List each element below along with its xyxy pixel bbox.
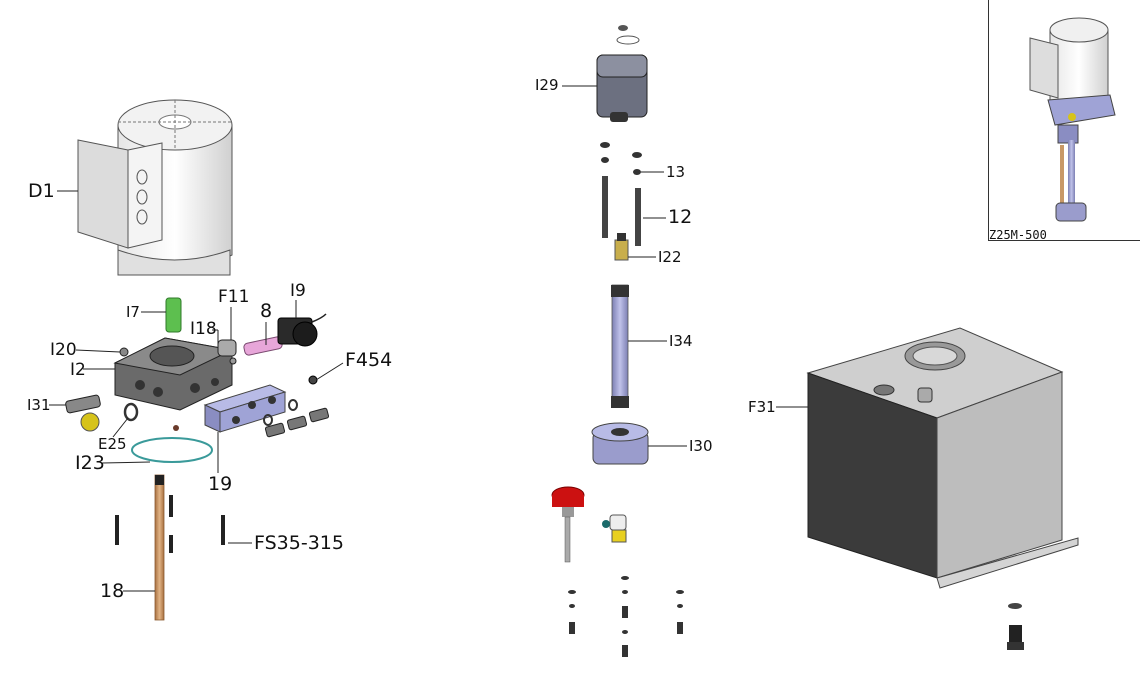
distributor-block-part (203, 384, 287, 433)
gear-pump-part (596, 25, 648, 122)
assembly-inset-frame (988, 0, 1140, 241)
part-label-D1: D1 (28, 180, 55, 202)
part-label-12: 12 (668, 206, 693, 228)
part-label-FS35-315: FS35-315 (254, 532, 344, 554)
suction-pipe-part (611, 284, 629, 408)
part-label-E25: E25 (98, 435, 127, 453)
relief-fitting-part (217, 339, 237, 357)
small-fasteners (568, 576, 684, 657)
o-ring-part (131, 437, 213, 463)
part-label-I30: I30 (689, 437, 713, 455)
part-label-F31: F31 (748, 398, 776, 416)
valve-stem-part (243, 336, 283, 356)
part-label-19: 19 (208, 473, 233, 495)
part-label-F454: F454 (345, 349, 393, 371)
part-label-I29: I29 (535, 76, 559, 94)
screws-left (115, 495, 225, 553)
tank-bolt (1007, 603, 1024, 650)
green-filter-part (165, 297, 182, 333)
assembly-inset-image (1029, 17, 1116, 222)
dipstick-part (551, 486, 585, 563)
part-label-8: 8 (260, 300, 273, 322)
part-label-I31: I31 (27, 396, 51, 414)
part-label-18: 18 (100, 580, 125, 602)
leader-lines (49, 85, 808, 592)
copper-tube-part (154, 474, 165, 621)
part-label-I2: I2 (70, 360, 86, 380)
outlet-fitting-part (65, 394, 101, 414)
part-label-I22: I22 (658, 248, 682, 266)
brass-adapter-part (614, 239, 629, 261)
part-label-I18: I18 (190, 319, 217, 339)
solenoid-coil-part (277, 313, 327, 347)
pump-base-block-part (113, 337, 234, 411)
part-label-13: 13 (666, 163, 686, 181)
part-label-I20: I20 (50, 340, 77, 360)
yellow-plug-part (80, 412, 100, 432)
part-label-I34: I34 (669, 332, 693, 350)
bolts-washers (600, 142, 642, 246)
part-label-F11: F11 (218, 287, 250, 307)
inset-caption: Z25M-500 (989, 228, 1047, 242)
part-label-I7: I7 (126, 303, 140, 321)
motor-housing-part (77, 99, 233, 276)
reservoir-tank-part (806, 327, 1079, 589)
part-label-I9: I9 (290, 281, 306, 301)
part-label-I23: I23 (75, 452, 105, 474)
breather-valve-part (602, 514, 627, 543)
suction-strainer-part (591, 422, 649, 465)
seal-ring-part (123, 402, 139, 422)
